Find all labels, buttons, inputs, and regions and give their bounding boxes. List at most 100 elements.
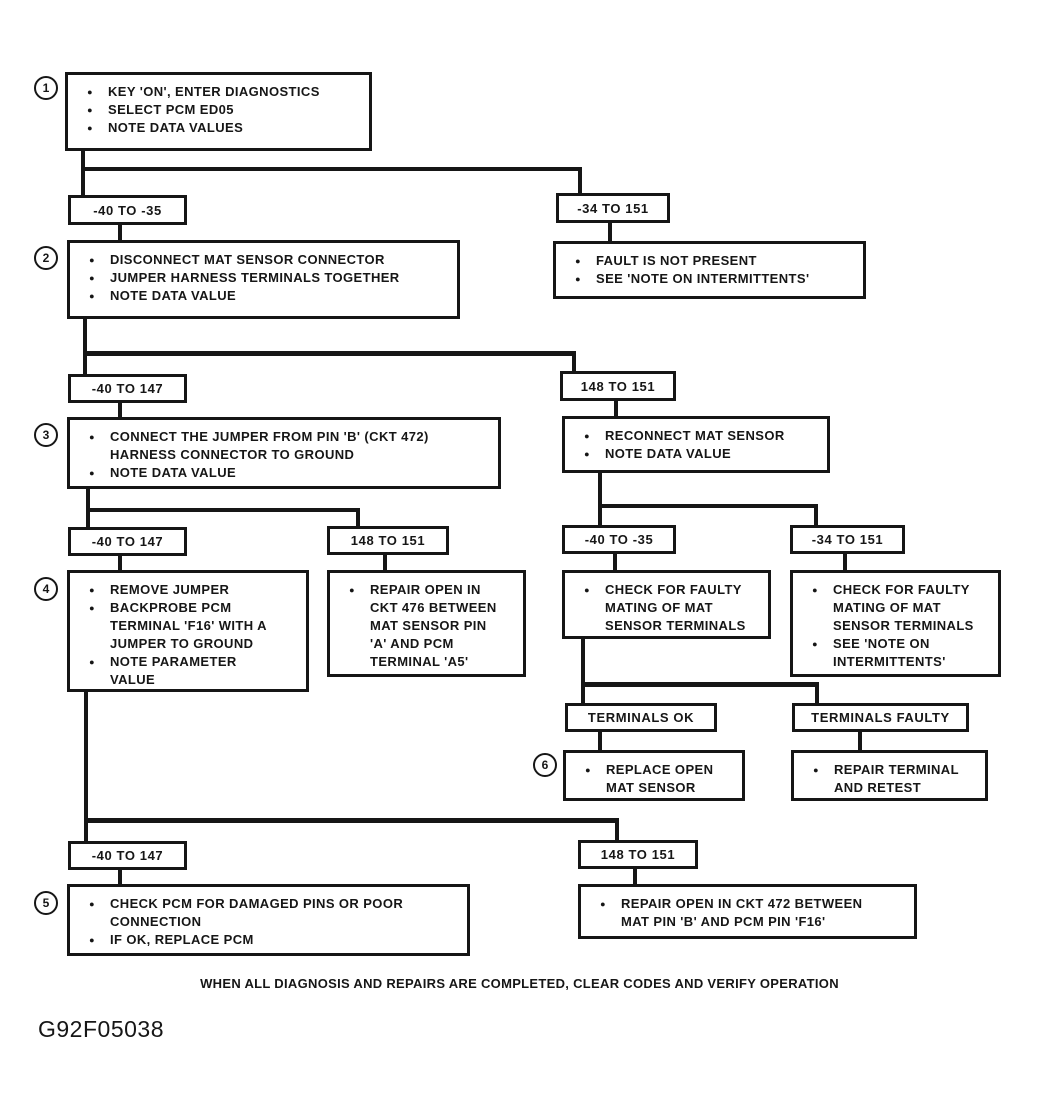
step5-box: ● CHECK PCM FOR DAMAGED PINS OR POOR CONN… [67, 884, 470, 956]
step-number-3: 3 [34, 423, 58, 447]
decision-neg40-to-neg35: -40 TO -35 [68, 195, 187, 225]
bullet-icon: ● [87, 123, 93, 133]
decision-neg40-to-neg35: -40 TO -35 [562, 525, 676, 554]
bullet-icon: ● [89, 935, 95, 945]
connector-line [843, 551, 847, 573]
decision-148-to-151: 148 TO 151 [578, 840, 698, 869]
action-line: FAULT IS NOT PRESENT [596, 253, 757, 268]
connector-line [814, 504, 818, 528]
connector-line [86, 508, 360, 512]
connector-line [84, 818, 619, 823]
bullet-icon: ● [575, 274, 581, 284]
step-number-6: 6 [533, 753, 557, 777]
bullet-icon: ● [89, 899, 95, 909]
repair-terminal-box: ●REPAIR TERMINAL AND RETEST [791, 750, 988, 801]
action-line: CHECK FOR FAULTY MATING OF MAT SENSOR TE… [605, 582, 746, 633]
bullet-icon: ● [600, 899, 606, 909]
step1-line: SELECT PCM ED05 [108, 102, 234, 117]
bullet-icon: ● [89, 468, 95, 478]
bullet-icon: ● [87, 105, 93, 115]
bullet-icon: ● [813, 765, 819, 775]
step2-line: DISCONNECT MAT SENSOR CONNECTOR [110, 252, 385, 267]
step3-line: NOTE DATA VALUE [110, 465, 237, 480]
decision-neg40-to-147: -40 TO 147 [68, 374, 187, 403]
connector-line [572, 351, 576, 376]
reconnect-sensor-box: ● RECONNECT MAT SENSOR ● NOTE DATA VALUE [562, 416, 830, 473]
connector-line [598, 504, 818, 508]
decision-terminals-ok: TERMINALS OK [565, 703, 717, 732]
connector-line [356, 508, 360, 530]
bullet-icon: ● [87, 87, 93, 97]
bullet-icon: ● [584, 449, 590, 459]
decision-148-to-151: 148 TO 151 [327, 526, 449, 555]
footer-note: WHEN ALL DIAGNOSIS AND REPAIRS ARE COMPL… [200, 976, 839, 991]
connector-line [581, 682, 819, 687]
decision-148-to-151: 148 TO 151 [560, 371, 676, 401]
step-number-5: 5 [34, 891, 58, 915]
step4-box: ● REMOVE JUMPER ● BACKPROBE PCM TERMINAL '… [67, 570, 309, 692]
check-mating-intermittents-box: ● CHECK FOR FAULTY MATING OF MAT SENSOR T… [790, 570, 1001, 677]
decision-neg40-to-147: -40 TO 147 [68, 527, 187, 556]
step3-box: ● CONNECT THE JUMPER FROM PIN 'B' (CKT 47… [67, 417, 501, 489]
step-number-4: 4 [34, 577, 58, 601]
connector-line [118, 867, 122, 887]
connector-line [383, 552, 387, 573]
bullet-icon: ● [584, 585, 590, 595]
bullet-icon: ● [812, 639, 818, 649]
check-mating-box: ● CHECK FOR FAULTY MATING OF MAT SENSOR T… [562, 570, 771, 639]
action-line: RECONNECT MAT SENSOR [605, 428, 785, 443]
action-line: REPAIR OPEN IN CKT 472 BETWEEN MAT PIN '… [621, 896, 863, 929]
connector-line [84, 690, 88, 844]
connector-line [118, 400, 122, 420]
connector-line [118, 222, 122, 244]
action-line: NOTE DATA VALUE [605, 446, 732, 461]
step1-line: KEY 'ON', ENTER DIAGNOSTICS [108, 84, 320, 99]
step2-box: ● DISCONNECT MAT SENSOR CONNECTOR ● JUMPER… [67, 240, 460, 319]
repair-ckt476-box: ●REPAIR OPEN IN CKT 476 BETWEEN MAT SENS… [327, 570, 526, 677]
connector-line [598, 470, 602, 528]
connector-line [118, 553, 122, 573]
step2-line: JUMPER HARNESS TERMINALS TOGETHER [110, 270, 400, 285]
step5-line: IF OK, REPLACE PCM [110, 932, 254, 947]
decision-neg34-to-151: -34 TO 151 [790, 525, 905, 554]
repair-ckt472-box: ● REPAIR OPEN IN CKT 472 BETWEEN MAT PIN … [578, 884, 917, 939]
step4-line: NOTE PARAMETER VALUE [110, 654, 237, 687]
bullet-icon: ● [89, 657, 95, 667]
figure-id: G92F05038 [38, 1016, 164, 1042]
step6-line: REPLACE OPEN MAT SENSOR [606, 762, 714, 795]
bullet-icon: ● [89, 585, 95, 595]
action-line: CHECK FOR FAULTY MATING OF MAT SENSOR TE… [833, 582, 974, 633]
step4-line: BACKPROBE PCM TERMINAL 'F16' WITH A JUMP… [110, 600, 267, 651]
connector-line [83, 351, 576, 356]
bullet-icon: ● [585, 765, 591, 775]
connector-line [614, 398, 618, 420]
step1-box: ● KEY 'ON', ENTER DIAGNOSTICS ● SELECT PCM… [65, 72, 372, 151]
bullet-icon: ● [89, 255, 95, 265]
step1-line: NOTE DATA VALUES [108, 120, 244, 135]
fault-not-present-box: ●FAULT IS NOT PRESENT ●SEE 'NOTE ON INTE… [553, 241, 866, 299]
step3-line: CONNECT THE JUMPER FROM PIN 'B' (CKT 472… [110, 429, 429, 462]
connector-line [615, 818, 619, 843]
connector-line [578, 167, 582, 197]
connector-line [608, 220, 612, 245]
bullet-icon: ● [89, 603, 95, 613]
action-line: SEE 'NOTE ON INTERMITTENTS' [596, 271, 810, 286]
connector-line [581, 636, 585, 706]
action-line: SEE 'NOTE ON INTERMITTENTS' [833, 636, 946, 669]
connector-line [858, 729, 862, 753]
step5-line: CHECK PCM FOR DAMAGED PINS OR POOR CONNE… [110, 896, 404, 929]
bullet-icon: ● [89, 291, 95, 301]
connector-line [81, 167, 582, 171]
bullet-icon: ● [812, 585, 818, 595]
action-line: REPAIR OPEN IN CKT 476 BETWEEN MAT SENSO… [370, 582, 497, 669]
connector-line [633, 866, 637, 887]
bullet-icon: ● [584, 431, 590, 441]
step-number-2: 2 [34, 246, 58, 270]
bullet-icon: ● [89, 432, 95, 442]
decision-terminals-faulty: TERMINALS FAULTY [792, 703, 969, 732]
bullet-icon: ● [89, 273, 95, 283]
step2-line: NOTE DATA VALUE [110, 288, 237, 303]
step4-line: REMOVE JUMPER [110, 582, 230, 597]
step-number-1: 1 [34, 76, 58, 100]
